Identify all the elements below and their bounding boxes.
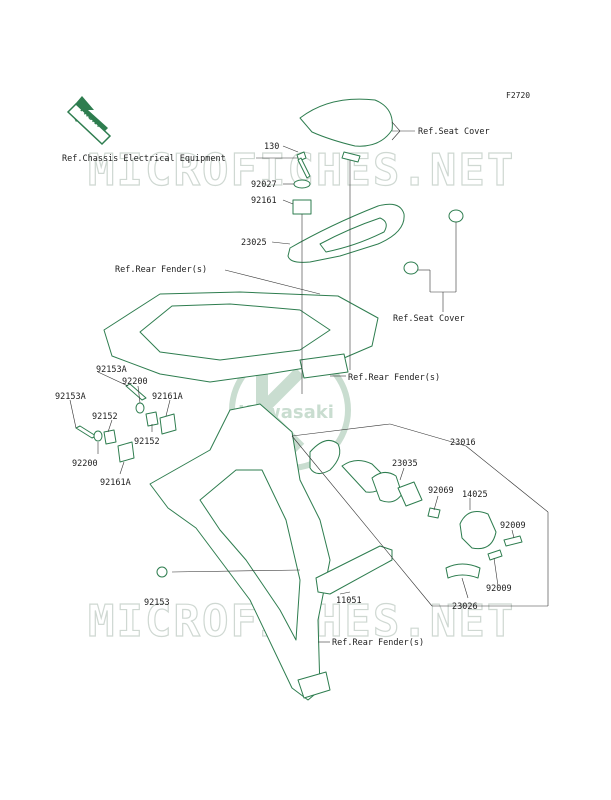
bracket-11051-part — [315, 545, 393, 595]
seat-cover-grommet-right — [448, 209, 464, 223]
label-92152-upper: 92152 — [92, 412, 118, 422]
label-92027: 92027 — [251, 180, 277, 190]
label-ref-seat-cover-2: Ref.Seat Cover — [393, 314, 465, 324]
label-92152-lower: 92152 — [134, 437, 160, 447]
bracket-23025-inner — [319, 217, 387, 253]
label-92009-lower: 92009 — [486, 584, 512, 594]
collar-92152-lower — [103, 429, 117, 445]
front-arrow-icon: FRONT — [66, 96, 112, 146]
label-ref-seat-cover-top: Ref.Seat Cover — [418, 127, 490, 137]
screw-92009-upper — [503, 535, 523, 547]
label-14025: 14025 — [462, 490, 488, 500]
rear-fender-lower-inner — [199, 469, 301, 641]
grommet-92161A-upper — [159, 413, 177, 435]
label-23016: 23016 — [450, 438, 476, 448]
label-ref-rear-fender-1: Ref.Rear Fender(s) — [115, 265, 207, 275]
label-92161: 92161 — [251, 196, 277, 206]
washer-92200-upper — [135, 402, 145, 414]
washer-92027-part — [293, 179, 311, 189]
washer-92200-lower — [93, 430, 103, 442]
rear-fender-tip — [297, 671, 331, 699]
lens-14025-part — [459, 511, 497, 550]
label-ref-rear-fender-3: Ref.Rear Fender(s) — [332, 638, 424, 648]
bolt-92153A-lower — [75, 425, 97, 439]
rear-fender-inner-1 — [139, 303, 331, 361]
grommet-92161A-lower — [117, 441, 135, 463]
label-23026: 23026 — [452, 602, 478, 612]
label-92153: 92153 — [144, 598, 170, 608]
label-23035: 23035 — [392, 459, 418, 469]
figure-code: F2720 — [506, 91, 530, 100]
bolt-92153-part — [156, 566, 168, 578]
grommet-92161-part — [292, 199, 312, 215]
reflector-23026-part — [445, 563, 481, 579]
seat-cover-part — [299, 98, 393, 147]
label-ref-rear-fender-2: Ref.Rear Fender(s) — [348, 373, 440, 383]
label-92009-upper: 92009 — [500, 521, 526, 531]
bolt-130-part — [296, 151, 311, 179]
bolt-92153A-upper — [125, 383, 147, 401]
label-ref-chassis: Ref.Chassis Electrical Equipment — [62, 154, 226, 164]
label-92153A-upper: 92153A — [96, 365, 127, 375]
seat-cover-grommet-left — [403, 261, 419, 275]
screw-92009-lower — [487, 549, 503, 561]
seat-cover-clip — [341, 151, 361, 163]
label-23025: 23025 — [241, 238, 267, 248]
screw-92069-part — [427, 507, 441, 519]
label-92161A-lower: 92161A — [100, 478, 131, 488]
collar-92152-upper — [145, 411, 159, 427]
label-130: 130 — [264, 142, 279, 152]
bulb-holder-part — [397, 481, 423, 507]
label-92200-lower: 92200 — [72, 459, 98, 469]
label-92200-upper: 92200 — [122, 377, 148, 387]
socket-23016-part — [309, 439, 341, 474]
leader-lines — [69, 121, 549, 643]
label-92069: 92069 — [428, 486, 454, 496]
label-92153A-lower: 92153A — [55, 392, 86, 402]
rear-fender-tab — [299, 353, 349, 379]
label-92161A-upper: 92161A — [152, 392, 183, 402]
socket-23035-part — [371, 472, 403, 503]
label-11051: 11051 — [336, 596, 362, 606]
